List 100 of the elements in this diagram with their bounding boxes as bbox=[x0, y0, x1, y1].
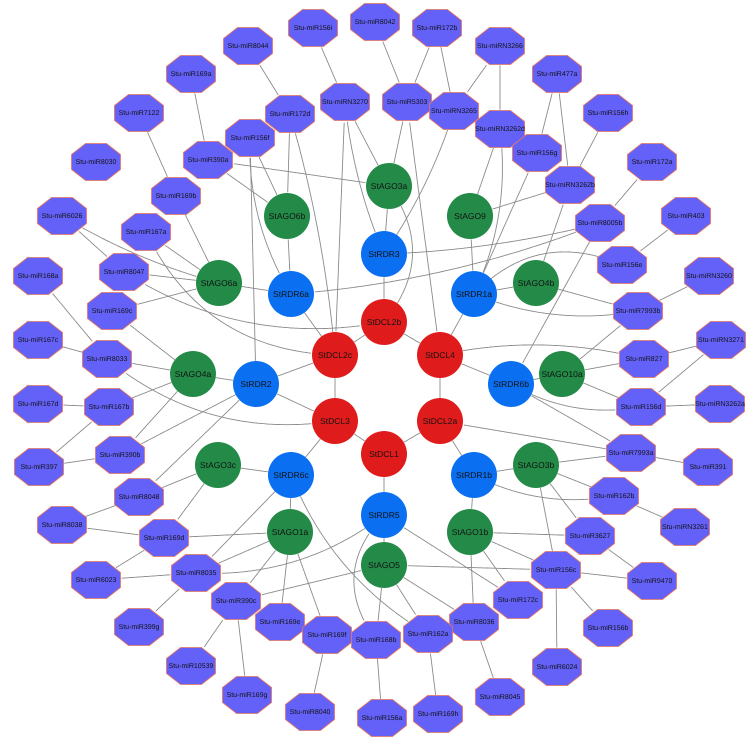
protein-node bbox=[233, 361, 279, 407]
interaction-line bbox=[62, 404, 84, 406]
mirna-node bbox=[87, 292, 137, 330]
interaction-line bbox=[85, 505, 116, 517]
protein-node bbox=[312, 332, 358, 378]
protein-node bbox=[170, 351, 216, 397]
protein-label: StDCL4 bbox=[425, 350, 455, 360]
mirna-node bbox=[302, 616, 352, 654]
mirna-node bbox=[351, 621, 401, 659]
interaction-line bbox=[397, 206, 413, 304]
interaction-line bbox=[218, 540, 270, 564]
protein-node bbox=[451, 452, 497, 498]
interaction-line bbox=[656, 457, 684, 463]
interaction-line bbox=[452, 440, 462, 456]
protein-label: StAGO1b bbox=[452, 528, 488, 536]
interaction-line bbox=[522, 242, 590, 364]
interaction-line bbox=[130, 324, 176, 360]
protein-node bbox=[361, 299, 407, 345]
interaction-line bbox=[556, 588, 558, 648]
interaction-line bbox=[403, 432, 421, 443]
interaction-line bbox=[396, 584, 416, 616]
interaction-line bbox=[482, 148, 503, 273]
mirna-node bbox=[139, 519, 189, 557]
mirna-node bbox=[320, 83, 370, 121]
interaction-line bbox=[543, 204, 564, 262]
interaction-line bbox=[540, 488, 553, 552]
protein-node bbox=[513, 260, 559, 306]
interaction-line bbox=[194, 92, 205, 142]
interaction-line bbox=[354, 334, 366, 342]
interaction-line bbox=[56, 422, 92, 452]
interaction-line bbox=[132, 362, 170, 370]
interaction-line bbox=[471, 498, 473, 510]
interaction-line bbox=[440, 46, 451, 92]
interaction-line bbox=[52, 293, 93, 342]
interaction-line bbox=[240, 468, 269, 472]
protein-node bbox=[361, 492, 407, 538]
interaction-line bbox=[87, 528, 139, 536]
interaction-line bbox=[558, 92, 568, 166]
interaction-line bbox=[258, 156, 278, 196]
interaction-line bbox=[259, 64, 279, 96]
protein-label: StRDR1b bbox=[456, 470, 492, 480]
interaction-line bbox=[467, 64, 487, 92]
protein-node bbox=[417, 398, 463, 444]
interaction-line bbox=[346, 121, 376, 232]
mirna-node bbox=[532, 55, 582, 93]
interaction-line bbox=[403, 577, 455, 610]
interaction-line bbox=[250, 157, 280, 274]
interaction-line bbox=[155, 588, 180, 612]
interaction-line bbox=[305, 438, 321, 458]
mirna-node bbox=[14, 448, 64, 486]
protein-node bbox=[268, 452, 314, 498]
interaction-line bbox=[177, 483, 205, 520]
interaction-line bbox=[531, 394, 616, 411]
interaction-line bbox=[407, 565, 531, 570]
interaction-line bbox=[156, 251, 312, 354]
mirna-node bbox=[357, 699, 407, 737]
interaction-line bbox=[164, 244, 200, 270]
interaction-line bbox=[297, 553, 321, 616]
protein-node bbox=[361, 231, 407, 277]
protein-label: StDCL2c bbox=[318, 350, 352, 360]
interaction-line bbox=[221, 528, 366, 574]
mirna-node bbox=[606, 434, 656, 472]
interaction-line bbox=[491, 541, 534, 560]
mirna-node bbox=[114, 94, 164, 132]
interaction-line bbox=[155, 400, 240, 482]
interaction-line bbox=[668, 346, 696, 354]
protein-label: StAGO4b bbox=[518, 278, 554, 288]
interaction-line bbox=[396, 130, 448, 236]
interaction-line bbox=[404, 333, 420, 344]
mirna-node bbox=[382, 83, 432, 121]
mirna-node bbox=[683, 448, 733, 486]
interaction-line bbox=[550, 483, 577, 518]
interaction-line bbox=[480, 640, 494, 678]
protein-label: StRDR2 bbox=[240, 380, 272, 388]
interaction-line bbox=[570, 586, 594, 612]
mirna-node bbox=[288, 9, 338, 47]
interaction-line bbox=[276, 393, 314, 412]
protein-node bbox=[268, 271, 314, 317]
interaction-line bbox=[188, 532, 267, 538]
interaction-line bbox=[288, 238, 290, 272]
protein-label: StAGO3a bbox=[370, 182, 408, 190]
interaction-line bbox=[557, 473, 592, 488]
interaction-line bbox=[204, 620, 224, 648]
protein-label: StRDR1a bbox=[456, 290, 492, 298]
mirna-node bbox=[84, 388, 134, 426]
protein-label: StAGO6b bbox=[268, 212, 306, 220]
interaction-line bbox=[496, 302, 614, 316]
protein-label: StAGO4a bbox=[174, 370, 212, 378]
interaction-line bbox=[334, 378, 336, 398]
interaction-line bbox=[382, 41, 400, 83]
interaction-line bbox=[121, 574, 171, 579]
mirna-node bbox=[37, 197, 87, 235]
protein-label: StRDR5 bbox=[368, 510, 400, 520]
interaction-line bbox=[300, 496, 409, 622]
mirna-node bbox=[403, 615, 453, 653]
interaction-line bbox=[460, 363, 490, 376]
mirna-node bbox=[13, 385, 63, 423]
protein-node bbox=[366, 163, 412, 209]
interaction-line bbox=[541, 92, 553, 134]
mirna-node bbox=[37, 506, 87, 544]
